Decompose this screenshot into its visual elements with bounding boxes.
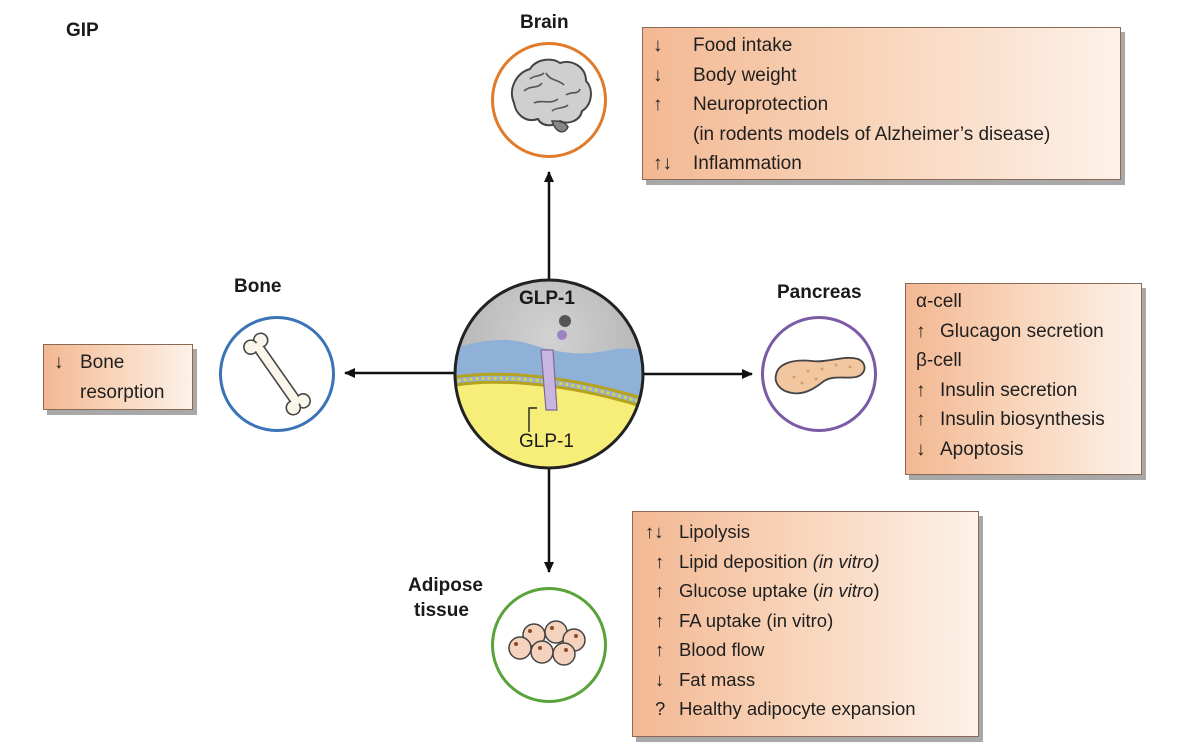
effect-text: α-cell <box>916 291 962 312</box>
pancreas-effects-box: α-cell ↑ Glucagon secretion β-cell ↑ Insul… <box>905 283 1142 475</box>
effect-text: Glucagon secretion <box>940 320 1104 342</box>
effect-arrow: ↓ <box>916 438 926 460</box>
adipose-title-line2: tissue <box>414 600 469 621</box>
effect-arrow: ↑↓ <box>645 521 664 542</box>
effect-arrow: ↑ <box>655 609 665 631</box>
adipose-effect-item: ↑ Glucose uptake (in vitro) <box>645 576 978 606</box>
bone-title: Bone <box>234 276 282 297</box>
effect-arrow: ↑ <box>655 580 665 601</box>
ligand-dark-dot <box>559 315 571 327</box>
effect-text-suffix: ) <box>873 580 880 601</box>
effect-text: Blood flow <box>679 639 765 660</box>
adipose-effect-item: ↓ Fat mass <box>645 665 978 695</box>
brain-effect-item: ↑↓ Inflammation <box>653 149 1120 179</box>
pancreas-effect-item: ↑ Glucagon secretion <box>916 317 1141 347</box>
effect-text: Fat mass <box>679 668 756 690</box>
effect-italic-text: in vitro <box>818 580 874 601</box>
brain-effect-item: ↑ Neuroprotection <box>653 90 1120 120</box>
effect-text: Inflammation <box>693 153 802 174</box>
effect-text: Lipolysis <box>679 521 750 542</box>
brain-circle <box>491 42 607 158</box>
bone-effects-box: ↓ Bone resorption <box>43 344 193 410</box>
effect-arrow: ↑↓ <box>653 153 672 174</box>
adipose-effect-item: ↑ Blood flow <box>645 635 978 665</box>
adipose-effects-box: ↑↓Lipolysis ↑Lipid deposition (in vitro)… <box>632 511 979 737</box>
effect-text: (in rodents models of Alzheimer’s diseas… <box>693 123 1051 145</box>
bone-effect-item: ↓ Bone <box>54 348 192 378</box>
effect-text: Lipid deposition <box>679 550 813 572</box>
pancreas-effect-item: ↑ Insulin secretion <box>916 376 1141 406</box>
effect-arrow: ↓ <box>653 35 663 56</box>
bone-icon <box>243 332 311 416</box>
brain-effect-item: ↓ Body weight <box>653 61 1120 91</box>
ligand-purple-dot <box>557 330 567 340</box>
effect-text: Food intake <box>693 35 793 56</box>
pancreas-circle <box>761 316 877 432</box>
effect-arrow: ↓ <box>54 352 64 373</box>
effect-text: FA uptake (in vitro) <box>679 609 834 631</box>
effect-text: Apoptosis <box>940 438 1024 460</box>
effect-arrow: ↑ <box>655 550 665 572</box>
effect-arrow: ↑ <box>916 320 926 342</box>
glp1-bottom-label: GLP-1 <box>519 431 574 452</box>
adipose-circle <box>491 587 607 703</box>
effect-arrow: ↑ <box>653 94 663 115</box>
adipose-effect-item: ? Healthy adipocyte expansion <box>645 694 978 724</box>
effect-text: Insulin biosynthesis <box>940 409 1105 430</box>
adipocytes-icon <box>508 620 586 666</box>
effect-text: Neuroprotection <box>693 94 829 115</box>
brain-effect-item: ↓ Food intake <box>653 31 1120 61</box>
adipose-effect-item: ↑ Lipid deposition (in vitro) <box>645 547 978 577</box>
pancreas-icon <box>774 357 866 395</box>
adipose-effect-item: ↑↓ Lipolysis <box>645 517 978 547</box>
effect-text: Bone <box>80 352 125 373</box>
bone-effect-item: resorption <box>54 378 192 408</box>
effect-arrow: ↓ <box>655 668 665 690</box>
pancreas-effect-item: α-cell <box>916 287 1141 317</box>
bone-circle <box>219 316 335 432</box>
effect-text: Insulin secretion <box>940 379 1078 401</box>
brain-effects-box: ↓ Food intake ↓ Body weight ↑ Neuroprotecti… <box>642 27 1121 180</box>
glp1-top-label: GLP-1 <box>519 288 575 309</box>
effect-arrow: ↑ <box>916 379 926 401</box>
brain-effect-item: (in rodents models of Alzheimer’s diseas… <box>653 120 1120 150</box>
effect-text: Body weight <box>693 64 797 86</box>
pancreas-effect-item: ↓ Apoptosis <box>916 435 1141 465</box>
adipose-title: Adipose tissue <box>408 573 483 623</box>
gip-label: GIP <box>66 20 99 41</box>
adipose-title-line1: Adipose <box>408 575 483 596</box>
effect-text: Healthy adipocyte expansion <box>679 698 916 719</box>
effect-arrow: ↑ <box>916 409 926 430</box>
brain-title: Brain <box>520 12 569 33</box>
pancreas-effect-item: ↑ Insulin biosynthesis <box>916 405 1141 435</box>
effect-text: β-cell <box>916 350 962 371</box>
effect-text: resorption <box>80 381 165 403</box>
brain-icon <box>511 58 592 133</box>
adipose-effect-item: ↑ FA uptake (in vitro) <box>645 606 978 636</box>
effect-arrow: ? <box>655 698 666 719</box>
effect-italic-text: (in vitro) <box>812 550 880 572</box>
pancreas-title: Pancreas <box>777 282 862 303</box>
pancreas-effect-item: β-cell <box>916 346 1141 376</box>
effect-text: Glucose uptake ( <box>679 580 819 601</box>
effect-arrow: ↑ <box>655 639 665 660</box>
effect-arrow: ↓ <box>653 64 663 86</box>
